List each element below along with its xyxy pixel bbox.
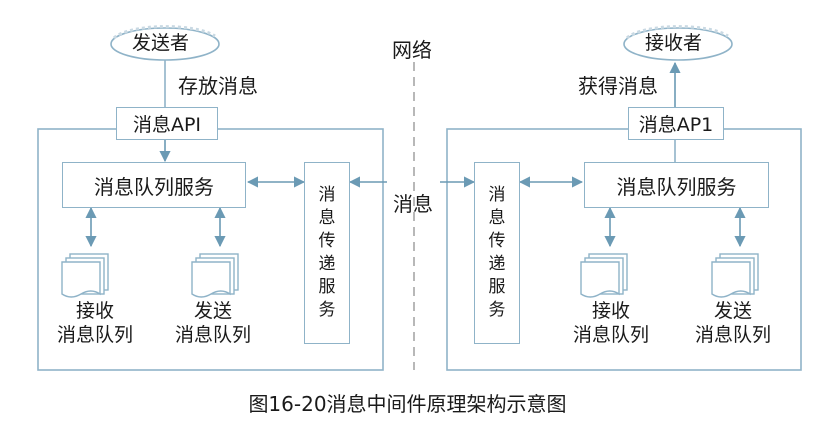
store-message-label: 存放消息: [178, 74, 258, 98]
right-queue-service-label: 消息队列服务: [616, 174, 737, 199]
right-send-queue-label: 发送消息队列: [694, 300, 771, 346]
right-delivery-service-box: [474, 162, 520, 344]
right-queue2-stack-icon: [711, 253, 759, 298]
right-message-api-box: 消息AP1: [628, 107, 724, 140]
left-queue2-stack-icon: [191, 253, 239, 298]
left-queue-service-label: 消息队列服务: [94, 174, 214, 199]
left-delivery-service-box: [304, 162, 350, 344]
left-api-label: 消息API: [132, 114, 202, 136]
sender-label: 发送者: [132, 32, 190, 54]
message-label: 消息: [393, 192, 433, 216]
left-queue-service-box: 消息队列服务: [62, 162, 246, 208]
right-queue-service-box: 消息队列服务: [584, 162, 769, 208]
right-api-label: 消息AP1: [638, 114, 714, 136]
left-message-api-box: 消息API: [116, 107, 218, 140]
right-delivery-service-label: 消 息 传 递 服 务: [488, 185, 506, 320]
receiver-ellipse: [623, 27, 733, 61]
left-queue1-stack-icon: [61, 253, 109, 298]
right-queue1-stack-icon: [580, 253, 628, 298]
right-system-frame: [446, 128, 802, 371]
figure-caption: 图16-20消息中间件原理架构示意图: [248, 392, 567, 416]
receiver-label: 接收者: [645, 32, 703, 54]
network-label: 网络: [392, 38, 432, 62]
right-receive-queue-label: 接收消息队列: [572, 300, 649, 346]
left-send-queue-label: 发送消息队列: [174, 300, 251, 346]
left-receive-queue-label: 接收消息队列: [56, 300, 133, 346]
left-delivery-service-label: 消 息 传 递 服 务: [318, 185, 336, 320]
get-message-label: 获得消息: [578, 74, 658, 98]
